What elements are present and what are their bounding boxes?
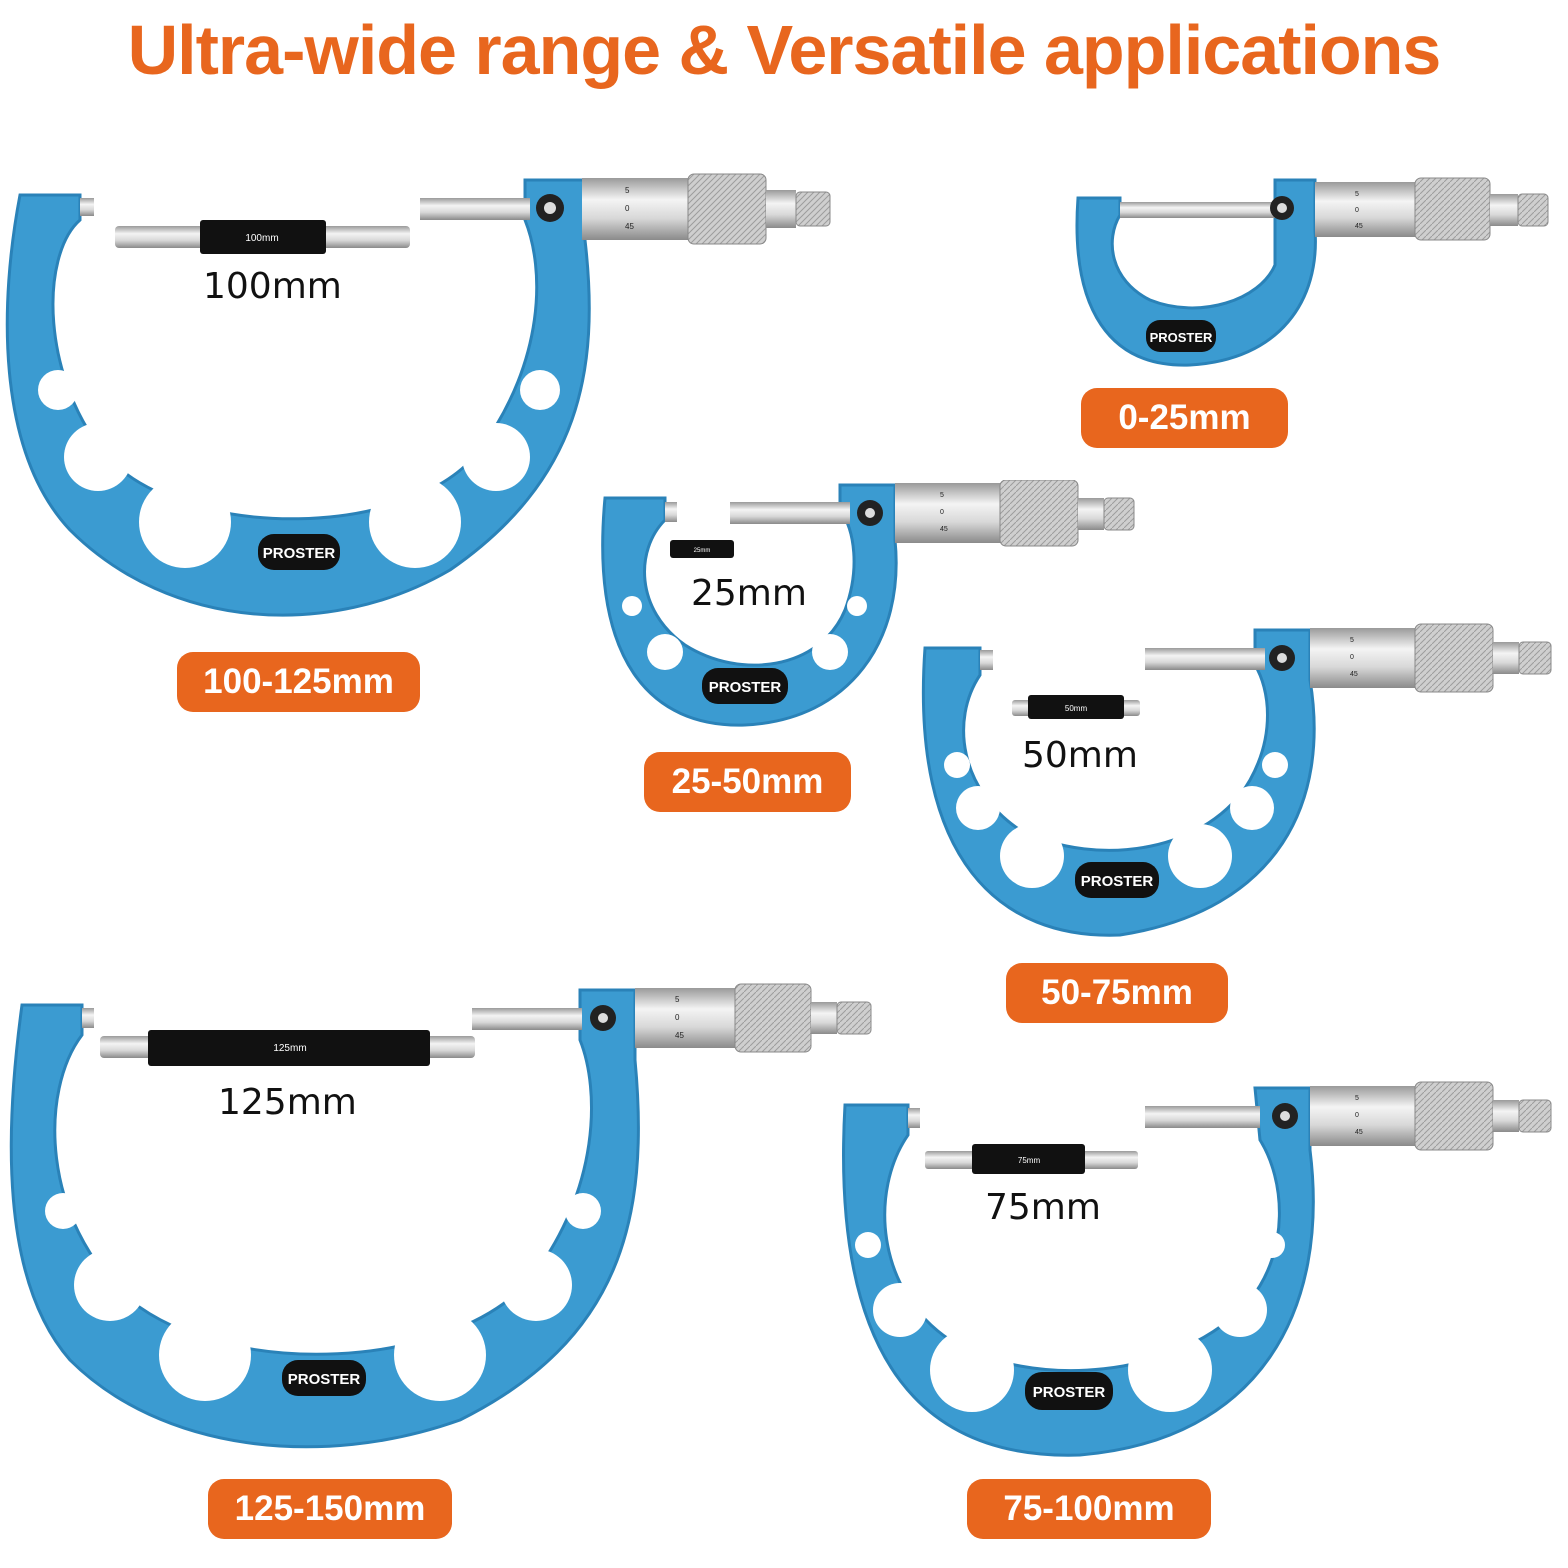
- micrometer-75-100-image: PROSTER 5 0 45 75mm: [842, 1081, 1552, 1457]
- range-badge-0-25mm: 0-25mm: [1081, 388, 1288, 448]
- standard-label-125mm: 125mm: [218, 1082, 357, 1123]
- svg-text:PROSTER: PROSTER: [1033, 1384, 1106, 1401]
- svg-text:45: 45: [1355, 223, 1363, 230]
- range-badge-50-75mm: 50-75mm: [1006, 963, 1228, 1023]
- svg-text:5: 5: [625, 186, 630, 195]
- svg-text:0: 0: [940, 509, 944, 516]
- svg-text:PROSTER: PROSTER: [288, 1371, 361, 1388]
- svg-text:45: 45: [1350, 671, 1358, 678]
- micrometer-50-75-image: PROSTER 5 0 45 50mm: [921, 623, 1552, 937]
- svg-text:45: 45: [940, 526, 948, 533]
- svg-text:45: 45: [625, 222, 634, 231]
- standard-label-75mm: 75mm: [985, 1187, 1101, 1228]
- range-badge-100-125mm: 100-125mm: [177, 652, 420, 712]
- svg-text:50mm: 50mm: [1065, 704, 1088, 713]
- svg-text:0: 0: [1350, 654, 1354, 661]
- range-badge-75-100mm: 75-100mm: [967, 1479, 1211, 1539]
- svg-text:0: 0: [1355, 1112, 1359, 1119]
- range-badge-125-150mm: 125-150mm: [208, 1479, 452, 1539]
- standard-label-100mm: 100mm: [203, 266, 342, 307]
- svg-text:PROSTER: PROSTER: [1081, 873, 1154, 890]
- svg-text:PROSTER: PROSTER: [709, 679, 782, 696]
- svg-text:5: 5: [675, 995, 680, 1004]
- micrometer-0-25-image: PROSTER 5 0 45: [1075, 177, 1549, 367]
- svg-text:5: 5: [940, 492, 944, 499]
- micrometer-25-50-image: PROSTER 5 0 45 25mm: [601, 480, 1135, 727]
- brand-logo: PROSTER: [263, 545, 336, 562]
- standard-label-25mm: 25mm: [691, 573, 807, 614]
- micrometer-125-150-image: PROSTER 5 0 45 125mm: [9, 983, 872, 1449]
- micrometer-100-125-image: PROSTER 5 0 45 100mm: [5, 173, 831, 617]
- svg-text:45: 45: [675, 1031, 684, 1040]
- range-badge-25-50mm: 25-50mm: [644, 752, 851, 812]
- svg-text:75mm: 75mm: [1018, 1156, 1041, 1165]
- page-title: Ultra-wide range & Versatile application…: [127, 11, 1442, 89]
- standard-label-50mm: 50mm: [1022, 735, 1138, 776]
- svg-text:125mm: 125mm: [273, 1043, 306, 1054]
- svg-text:0: 0: [625, 204, 630, 213]
- svg-text:5: 5: [1355, 1095, 1359, 1102]
- svg-text:PROSTER: PROSTER: [1150, 330, 1213, 345]
- svg-text:45: 45: [1355, 1129, 1363, 1136]
- svg-text:25mm: 25mm: [694, 548, 711, 554]
- svg-text:5: 5: [1350, 637, 1354, 644]
- svg-text:100mm: 100mm: [245, 233, 278, 244]
- svg-text:0: 0: [1355, 207, 1359, 214]
- svg-text:5: 5: [1355, 191, 1359, 198]
- svg-text:0: 0: [675, 1013, 680, 1022]
